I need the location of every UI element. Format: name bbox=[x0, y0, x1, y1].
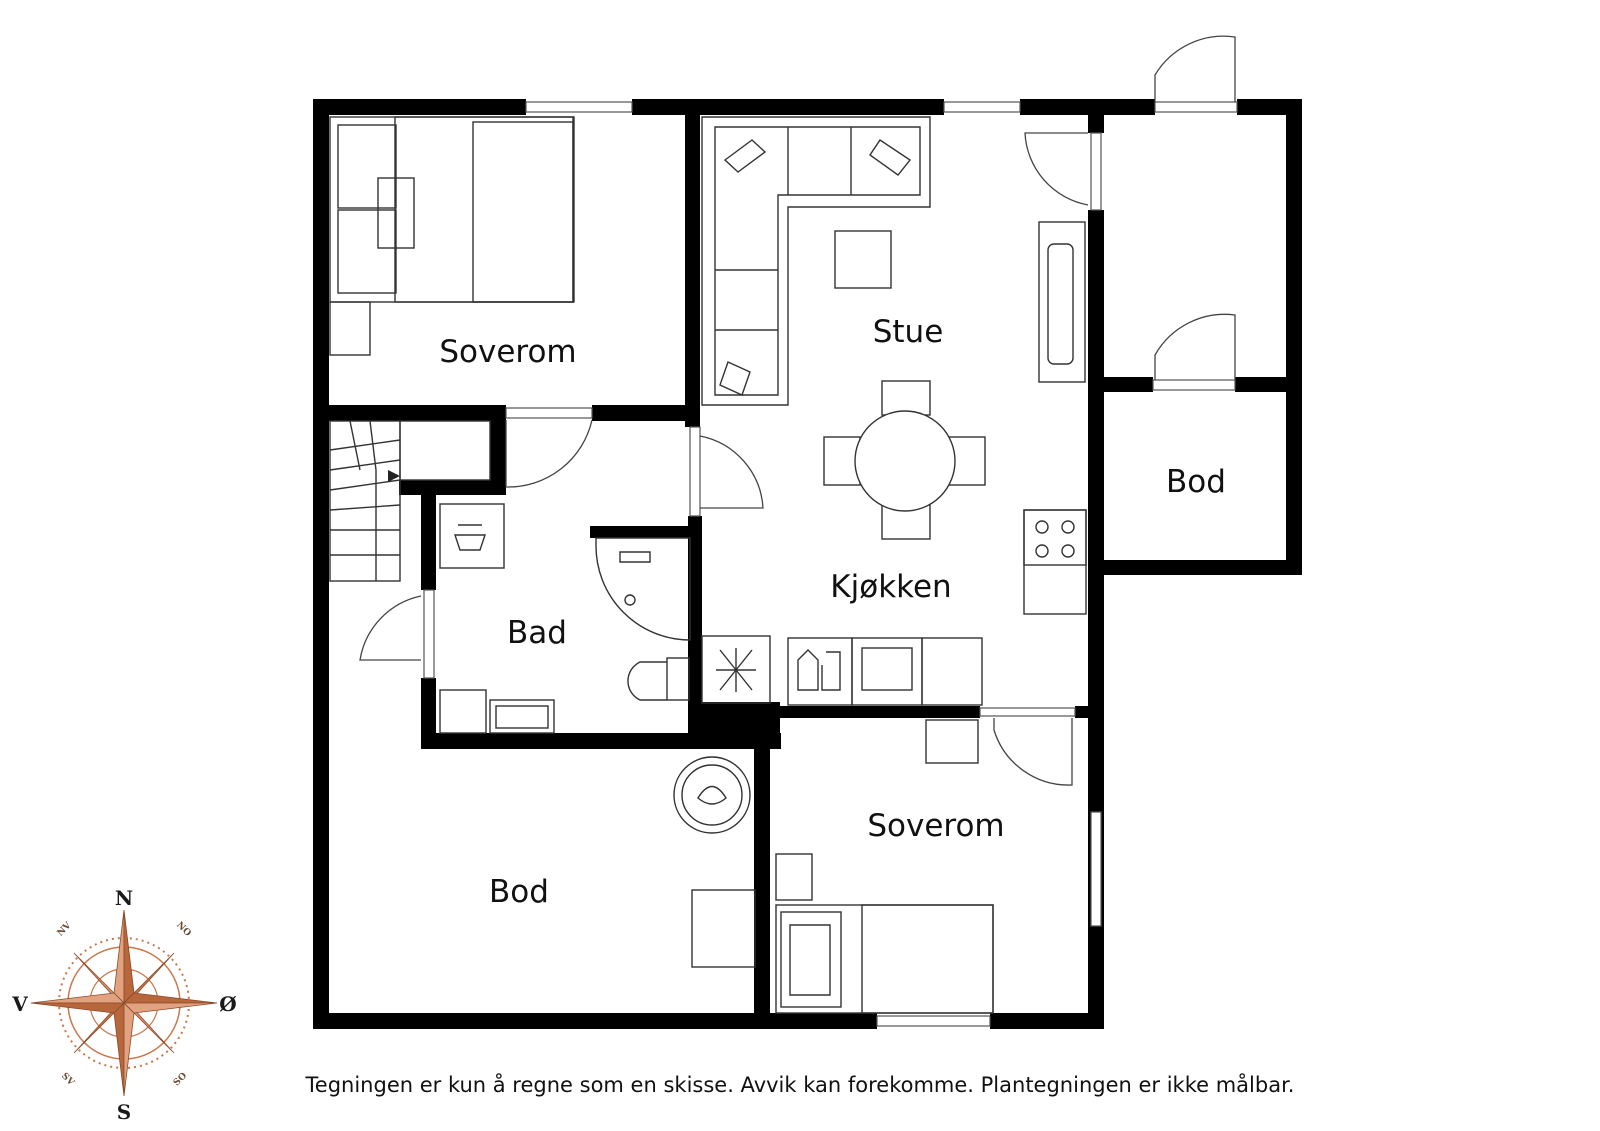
storage-cabinet bbox=[691, 889, 756, 968]
compass-northwest: NV bbox=[56, 920, 75, 939]
windows bbox=[525, 101, 1102, 1027]
room-labels: Soverom Stue Kjøkken Bod Bad Bod Soverom bbox=[439, 314, 1226, 910]
compass-east: Ø bbox=[219, 992, 236, 1016]
room-label-soverom-top: Soverom bbox=[439, 334, 576, 370]
coffee-table bbox=[834, 230, 892, 289]
tv-unit bbox=[1038, 221, 1086, 383]
room-label-stue: Stue bbox=[873, 314, 944, 350]
interior-openings bbox=[423, 101, 1238, 717]
bath-fixtures bbox=[439, 503, 691, 734]
stove bbox=[1023, 509, 1087, 615]
doors bbox=[359, 35, 1236, 786]
water-heater bbox=[673, 756, 751, 834]
outer-walls bbox=[313, 99, 1302, 1029]
room-label-bod-bottom: Bod bbox=[489, 874, 549, 910]
corner-sofa bbox=[701, 116, 931, 406]
dining-table bbox=[823, 380, 986, 540]
disclaimer-text: Tegningen er kun å regne som en skisse. … bbox=[305, 1073, 1295, 1097]
single-bed bbox=[775, 853, 994, 1014]
compass-west: V bbox=[11, 992, 28, 1016]
room-label-kjokken: Kjøkken bbox=[830, 569, 951, 605]
compass-south: S bbox=[117, 1100, 131, 1124]
nightstand bbox=[925, 719, 979, 764]
compass-north: N bbox=[115, 886, 133, 910]
stairs bbox=[329, 420, 491, 582]
room-label-soverom-bottom: Soverom bbox=[867, 808, 1004, 844]
furniture bbox=[329, 116, 1087, 1014]
kitchen-counter bbox=[701, 635, 983, 706]
interior-walls bbox=[313, 115, 1302, 1029]
compass-northeast: NO bbox=[174, 920, 193, 939]
room-label-bad: Bad bbox=[507, 615, 567, 651]
room-label-bod-right: Bod bbox=[1166, 464, 1226, 500]
double-bed bbox=[329, 116, 575, 356]
